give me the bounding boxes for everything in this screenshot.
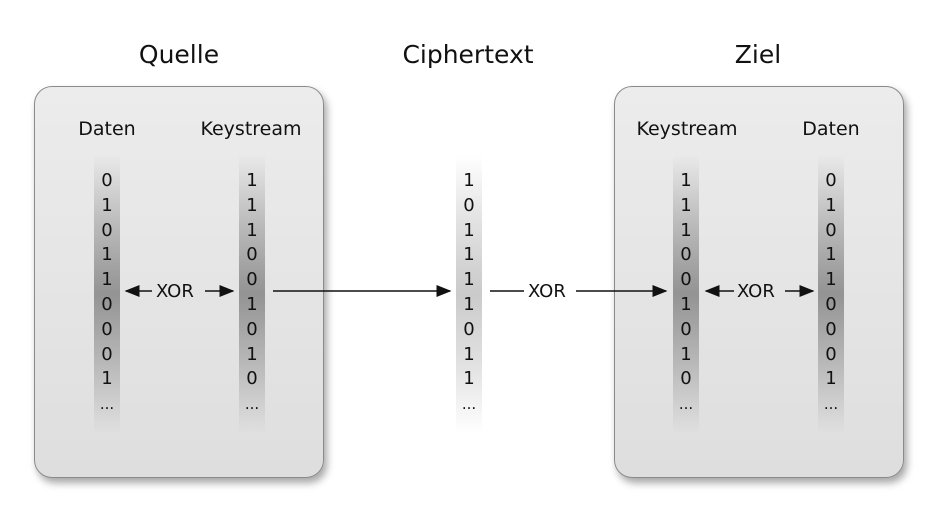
cipher-title: Ciphertext [402,40,534,69]
bit-value: 1 [463,170,475,191]
bit-value: 1 [463,343,475,365]
bit-value: 0 [825,293,837,315]
target-panel [614,86,904,478]
bit-value: 1 [463,219,475,241]
bit-value: 0 [101,170,113,191]
bit-value: 1 [680,343,692,365]
xor-label-target: XOR [737,281,775,302]
ellipsis: ... [678,395,694,414]
bit-value: 1 [825,269,837,291]
ellipsis: ... [244,395,260,414]
bit-value: 1 [680,293,692,315]
xor-label-cipher: XOR [528,281,566,302]
bit-value: 0 [825,343,837,365]
bit-value: 1 [463,269,475,291]
bit-value: 1 [246,343,258,365]
bit-value: 1 [463,244,475,266]
bit-value: 1 [463,293,475,315]
source-title: Quelle [138,40,220,69]
source-panel [34,86,324,478]
xor-label-source: XOR [156,281,194,302]
bit-value: 0 [680,269,692,291]
ellipsis: ... [461,395,477,414]
target-data-label: Daten [802,118,860,140]
ellipsis: ... [99,395,115,414]
bit-value: 0 [246,318,258,340]
bit-value: 0 [463,194,475,216]
bit-value: 0 [101,219,113,241]
target-keystream-label: Keystream [636,118,738,140]
bit-value: 0 [463,318,475,340]
bit-value: 1 [825,194,837,216]
bit-value: 1 [246,219,258,241]
bit-value: 0 [246,244,258,266]
bit-value: 1 [101,194,113,216]
bit-value: 1 [101,269,113,291]
bit-value: 0 [246,368,258,390]
bit-value: 0 [825,318,837,340]
bit-value: 0 [101,293,113,315]
bit-value: 0 [101,343,113,365]
bit-value: 1 [680,219,692,241]
bit-value: 1 [101,244,113,266]
target-title: Ziel [734,40,782,69]
bit-value: 1 [825,244,837,266]
bit-value: 1 [101,368,113,390]
bit-value: 0 [101,318,113,340]
bit-value: 1 [246,293,258,315]
bit-value: 1 [463,368,475,390]
bit-value: 0 [825,170,837,191]
bit-value: 1 [246,194,258,216]
bit-value: 1 [680,194,692,216]
source-data-label: Daten [78,118,136,140]
source-keystream-label: Keystream [200,118,302,140]
bit-value: 1 [825,368,837,390]
bit-value: 0 [680,368,692,390]
bit-value: 1 [680,170,692,191]
ellipsis: ... [823,395,839,414]
bit-value: 0 [825,219,837,241]
bit-value: 0 [680,318,692,340]
bit-value: 0 [246,269,258,291]
bit-value: 1 [246,170,258,191]
bit-value: 0 [680,244,692,266]
